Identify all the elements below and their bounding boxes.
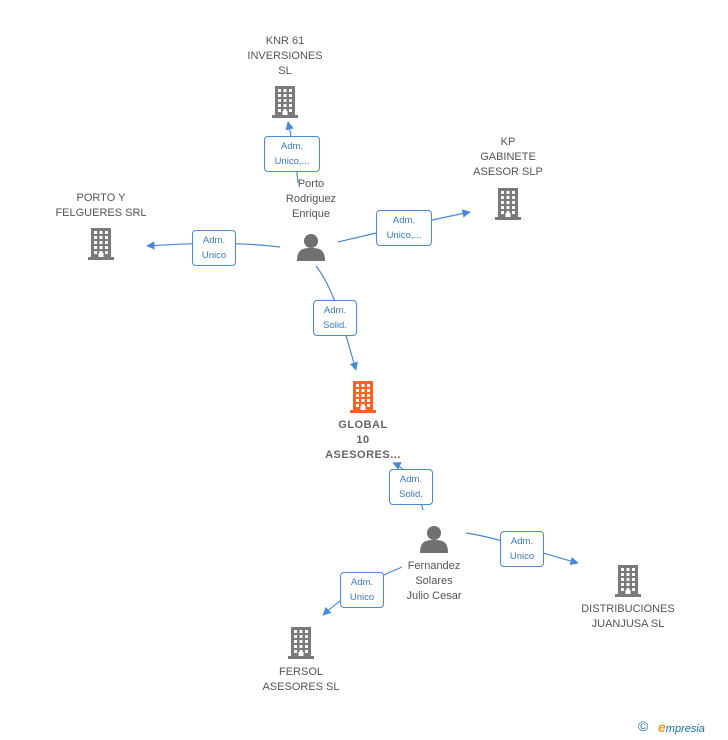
building-icon-porto_y[interactable]: [88, 228, 114, 260]
node-label-fernandez[interactable]: Fernandez Solares Julio Cesar: [406, 560, 462, 602]
edge-label-fernandez-to-global10[interactable]: Adm. Solid.: [389, 469, 433, 505]
node-layer: [88, 86, 641, 659]
edge-label-porto-to-knr61[interactable]: Adm. Unico,...: [264, 136, 320, 172]
building-icon-distrib[interactable]: [615, 565, 641, 597]
node-label-porto_y[interactable]: PORTO Y FELGUERES SRL: [55, 192, 147, 219]
footer-brand[interactable]: © empresia: [638, 716, 728, 738]
node-label-knr61[interactable]: KNR 61 INVERSIONES SL: [247, 35, 323, 77]
copyright-icon: ©: [638, 718, 649, 734]
node-label-porto[interactable]: Porto Rodriguez Enrique: [285, 178, 337, 220]
edge-label-porto-to-global10[interactable]: Adm. Solid.: [313, 300, 357, 336]
person-icon-porto[interactable]: [297, 234, 325, 261]
node-label-fersol[interactable]: FERSOL ASESORES SL: [262, 666, 340, 693]
edge-label-porto-to-porto_y[interactable]: Adm. Unico: [192, 230, 236, 266]
node-label-global10[interactable]: GLOBAL 10 ASESORES...: [325, 419, 401, 461]
building-icon-fersol[interactable]: [288, 627, 314, 659]
person-icon-fernandez[interactable]: [420, 526, 448, 553]
node-label-distrib[interactable]: DISTRIBUCIONES JUANJUSA SL: [581, 603, 675, 630]
edge-label-fernandez-to-fersol[interactable]: Adm. Unico: [340, 572, 384, 608]
brand-logo: empresia: [658, 719, 705, 735]
building-icon-knr61[interactable]: [272, 86, 298, 118]
building-icon-global10[interactable]: [350, 381, 376, 413]
building-icon-kp[interactable]: [495, 188, 521, 220]
node-label-kp[interactable]: KP GABINETE ASESOR SLP: [473, 136, 543, 178]
edge-label-fernandez-to-distrib[interactable]: Adm. Unico: [500, 531, 544, 567]
edge-label-porto-to-kp[interactable]: Adm. Unico,...: [376, 210, 432, 246]
